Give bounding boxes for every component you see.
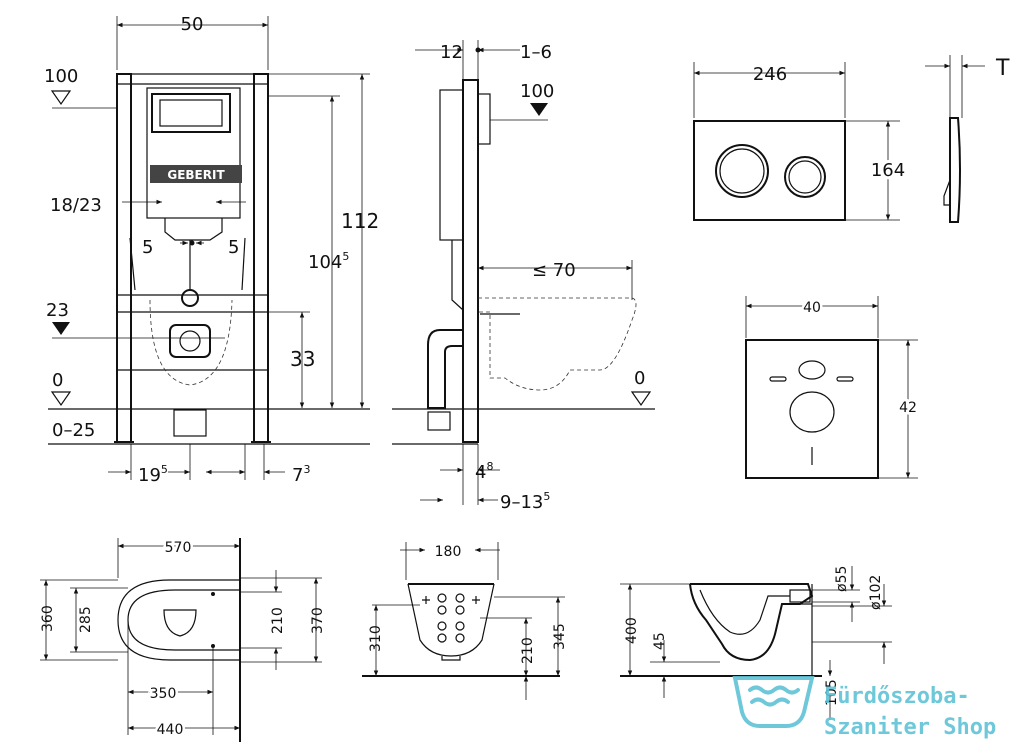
dim-4-main: 4 — [475, 462, 486, 483]
height-33-label: 33 — [290, 347, 315, 371]
projection-70-label: ≤ 70 — [532, 260, 576, 281]
dim-19-sup: 5 — [161, 463, 168, 476]
dim-4-sup: 8 — [486, 460, 493, 473]
plate-thickness-label: T — [995, 56, 1010, 81]
bowl-fix-210: 210 — [270, 607, 286, 634]
dim-9-13-sup: 5 — [543, 490, 550, 503]
bowl-front-height-210: 210 — [520, 637, 536, 664]
side-level-100-label: 100 — [520, 81, 554, 102]
bowl-side-dia-55: ø55 — [834, 566, 850, 592]
bowl-front-view: 180 310 210 345 — [362, 542, 568, 700]
svg-text:73: 73 — [292, 463, 310, 486]
side-depth-12-label: 12 — [440, 42, 463, 63]
height-112-label: 112 — [341, 209, 379, 233]
dim-7-main: 7 — [292, 465, 303, 486]
bowl-top-view: 570 360 285 210 370 350 440 — [40, 538, 326, 742]
svg-text:48: 48 — [475, 460, 493, 483]
flush-plate-view: 246 164 T — [693, 55, 1010, 223]
frame-front-view: 50 GEBERIT 100 — [44, 14, 379, 486]
geberit-logo-bar — [150, 165, 242, 183]
bowl-dist-440: 440 — [157, 722, 184, 738]
pad-height-label: 42 — [899, 400, 917, 416]
pad-width-label: 40 — [803, 300, 821, 316]
level-23-label: 23 — [46, 300, 69, 321]
bowl-side-height-45: 45 — [652, 632, 668, 650]
level-0-label: 0 — [52, 370, 63, 391]
bowl-dist-350: 350 — [150, 686, 177, 702]
bowl-length-570: 570 — [165, 540, 192, 556]
side-level-0-label: 0 — [634, 368, 645, 389]
range-0-25-label: 0–25 — [52, 420, 95, 441]
height-104-main: 104 — [308, 252, 342, 273]
bowl-front-height-345: 345 — [552, 623, 568, 650]
sound-pad-view: 40 42 — [745, 296, 919, 479]
plate-width-label: 246 — [753, 64, 787, 85]
svg-text:195: 195 — [138, 463, 168, 486]
svg-text:1045: 1045 — [308, 250, 349, 273]
bowl-side-height-400: 400 — [624, 617, 640, 644]
watermark-line2: Szaniter Shop — [824, 715, 996, 740]
offset-right-5-label: 5 — [228, 237, 239, 258]
frame-side-view: 12 1–6 100 ≤ 70 0 48 9–135 — [392, 40, 655, 513]
side-range-1-6-label: 1–6 — [520, 42, 552, 63]
bowl-front-height-310: 310 — [368, 625, 384, 652]
dim-9-13-main: 9–13 — [500, 492, 543, 513]
height-104-sup: 5 — [342, 250, 349, 263]
dim-19-main: 19 — [138, 465, 161, 486]
brand-label: GEBERIT — [167, 168, 225, 182]
frame-width-label: 50 — [181, 14, 204, 35]
bowl-fix-370: 370 — [310, 607, 326, 634]
dim-7-sup: 3 — [303, 463, 310, 476]
bath-logo-icon — [732, 676, 815, 728]
bowl-side-height-105: 105 — [824, 679, 840, 706]
offset-left-5-label: 5 — [142, 237, 153, 258]
plate-height-label: 164 — [871, 160, 905, 181]
bowl-side-dia-102: ø102 — [868, 575, 884, 610]
bowl-inner-285: 285 — [78, 606, 94, 633]
watermark-line1: Fürdőszoba- — [824, 684, 970, 709]
bowl-width-360: 360 — [40, 605, 56, 632]
spacing-18-23-label: 18/23 — [50, 195, 102, 216]
bowl-front-width-180: 180 — [435, 544, 462, 560]
level-100-label: 100 — [44, 66, 78, 87]
svg-text:9–135: 9–135 — [500, 490, 550, 513]
shop-watermark: Fürdőszoba- Szaniter Shop — [732, 676, 996, 740]
